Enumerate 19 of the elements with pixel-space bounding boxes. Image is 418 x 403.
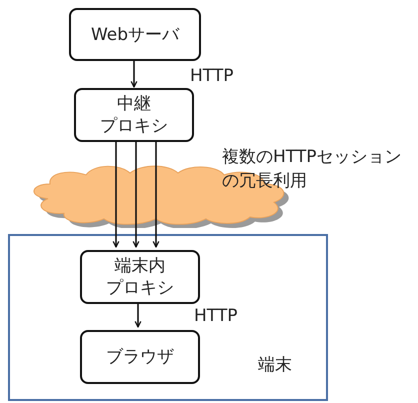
process-box — [74, 88, 194, 142]
edge-label: HTTP — [194, 306, 238, 326]
edge-label: HTTP — [190, 66, 234, 86]
frame-label: 端末 — [258, 354, 292, 376]
process-box — [69, 8, 201, 61]
arrow — [152, 142, 160, 248]
arrow — [112, 142, 120, 248]
box-label: 端末内 — [114, 255, 166, 277]
box-label: Webサーバ — [90, 24, 180, 46]
process-box — [80, 250, 200, 304]
process-box — [80, 330, 200, 384]
arrow — [132, 142, 140, 248]
box-label: プロキシ — [99, 115, 169, 137]
arrow — [130, 61, 138, 88]
box-label: プロキシ — [105, 277, 175, 299]
arrow — [134, 302, 142, 328]
device-frame — [8, 234, 328, 401]
box-label: ブラウザ — [105, 346, 175, 368]
box-label: 中継 — [116, 93, 152, 115]
